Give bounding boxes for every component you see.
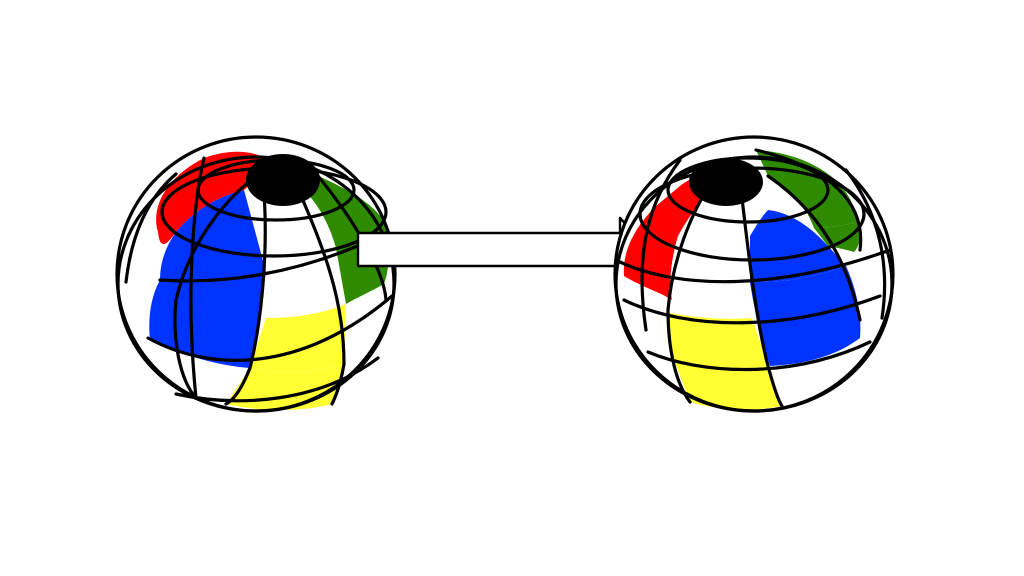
sphere-after <box>613 135 895 413</box>
sphere-after-yellow-upper-patch <box>666 312 768 368</box>
sphere-after-green-lower-patch <box>814 222 861 252</box>
sphere-before <box>115 135 397 413</box>
transition-arrow <box>356 216 652 284</box>
sphere-before-blue-upper-patch <box>160 190 266 281</box>
sphere-after-cap <box>689 158 763 206</box>
sphere-after-yellow-lower-patch <box>674 360 782 410</box>
sphere-after-blue-upper-patch <box>750 210 846 282</box>
right-arrow-icon <box>356 216 652 284</box>
sphere-after-red-patch <box>623 177 712 300</box>
